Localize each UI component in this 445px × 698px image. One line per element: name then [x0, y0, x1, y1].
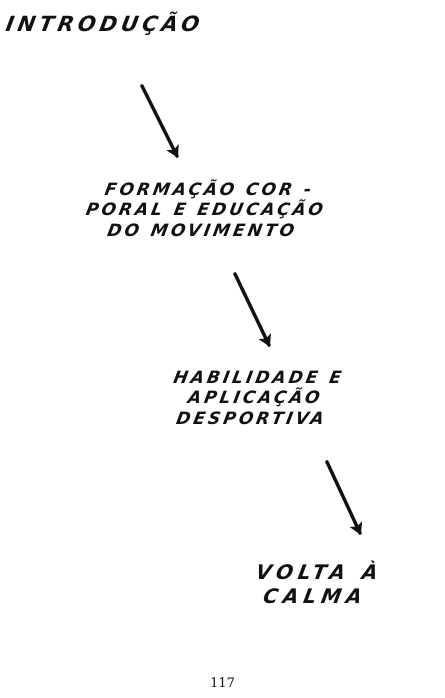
arrow-1	[142, 86, 177, 156]
arrow-3	[327, 462, 360, 533]
page-number: 117	[0, 676, 445, 691]
arrow-2	[235, 274, 269, 345]
